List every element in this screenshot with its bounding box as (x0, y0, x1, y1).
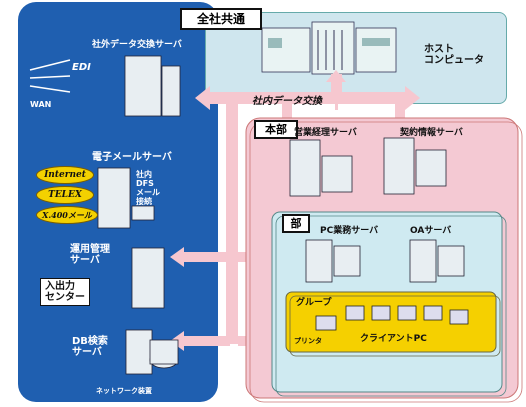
db-server-label: DB検索 サーバ (72, 336, 108, 358)
internet-oval: Internet (36, 166, 94, 184)
io-center-label: 入出力 センター (40, 278, 90, 306)
host-computer-icon (262, 22, 396, 74)
exchange-label: 社内データ交換 (252, 96, 322, 107)
sales-server-label: 営業経理サーバ (294, 128, 357, 139)
host-label: ホスト コンピュータ (424, 44, 484, 66)
company-wide-title: 全社共通 (180, 8, 262, 30)
group-title: グループ (296, 298, 331, 309)
contract-server-label: 契約情報サーバ (400, 128, 463, 139)
dept-title: 部 (282, 214, 310, 233)
mail-server-label: 電子メールサーバ (92, 152, 172, 163)
wan-label: WAN (30, 100, 40, 109)
client-pc-label: クライアントPC (360, 334, 427, 345)
internal-dfs-label: 社内 DFS メール 接続 (136, 170, 160, 206)
network-device-label: ネットワーク装置 (96, 386, 152, 397)
hq-title: 本部 (254, 120, 298, 139)
x400-oval: X.400メール (36, 206, 98, 224)
left-server-icons (98, 56, 180, 374)
ops-server-label: 運用管理 サーバ (70, 244, 110, 266)
telex-oval: TELEX (36, 186, 94, 204)
pc-server-label: PC業務サーバ (320, 226, 378, 237)
edi-label: EDI (72, 62, 91, 73)
external-exchange-server-label: 社外データ交換サーバ (92, 40, 182, 51)
oa-server-label: OAサーバ (410, 226, 451, 237)
printer-label: プリンタ (294, 336, 322, 347)
wan-lines (30, 60, 70, 92)
